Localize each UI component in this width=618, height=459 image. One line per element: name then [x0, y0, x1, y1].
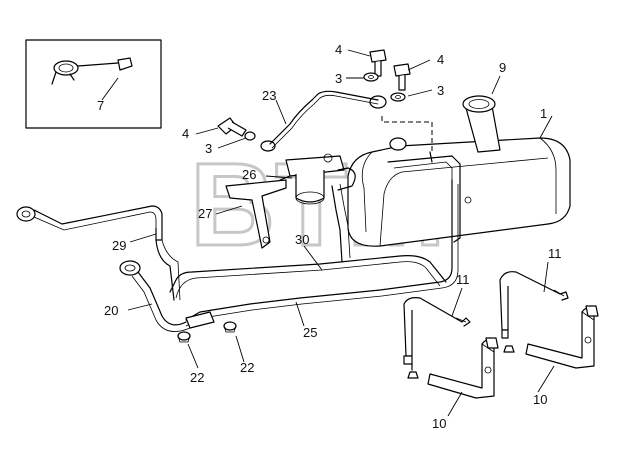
washer-left [244, 131, 256, 141]
callout-22a: 22 [190, 370, 204, 385]
fuel-tank [347, 95, 571, 247]
leader-7 [101, 77, 119, 101]
callout-3a: 3 [335, 71, 342, 86]
washer-top-left [363, 72, 379, 82]
hose-clamp-right [223, 321, 237, 333]
pipe-left-upper [16, 205, 163, 231]
callout-25: 25 [303, 325, 317, 340]
mounting-bracket [225, 179, 287, 249]
callout-3c: 3 [205, 141, 212, 156]
leader-lines [127, 49, 555, 417]
callout-1: 1 [540, 106, 547, 121]
banjo-fitting-top [369, 95, 387, 109]
bolt-top-left [369, 49, 387, 77]
washer-top-right [390, 92, 406, 102]
hose-29 [155, 228, 163, 241]
hose-20 [119, 260, 215, 332]
callout-4b: 4 [437, 52, 444, 67]
hose-clamp-left [177, 331, 191, 343]
strap-left [403, 297, 471, 379]
support-bracket-right [525, 305, 599, 369]
banjo-fitting-tank [389, 137, 407, 151]
callout-10b: 10 [533, 392, 547, 407]
fuel-sender-part [51, 57, 133, 85]
callout-29: 29 [112, 238, 126, 253]
pipe-30 [169, 255, 447, 299]
inset-box [25, 39, 162, 129]
callout-7: 7 [97, 98, 104, 113]
callout-27: 27 [198, 206, 212, 221]
callout-labels: 1 3 3 3 4 4 4 7 9 10 10 11 11 20 22 22 2… [97, 42, 562, 431]
strap-right [499, 271, 569, 353]
callout-23: 23 [262, 88, 276, 103]
pipe-25 [185, 179, 459, 327]
callout-9: 9 [499, 60, 506, 75]
hidden-line [381, 116, 433, 152]
fuel-filter [279, 153, 345, 205]
bolt-left [217, 117, 247, 137]
filler-cap [462, 95, 496, 113]
banjo-fitting-left [260, 140, 276, 152]
callout-30: 30 [295, 232, 309, 247]
pipe-23 [269, 90, 379, 145]
bolt-top-right [393, 63, 411, 91]
support-bracket-left [427, 337, 499, 399]
callout-26: 26 [242, 167, 256, 182]
callout-11b: 11 [548, 246, 562, 261]
callout-20: 20 [104, 303, 118, 318]
callout-10a: 10 [432, 416, 446, 431]
callout-3b: 3 [437, 83, 444, 98]
callout-4a: 4 [335, 42, 342, 57]
callout-4c: 4 [182, 126, 189, 141]
callout-11a: 11 [456, 272, 470, 287]
inset-frame [25, 39, 162, 129]
callout-22b: 22 [240, 360, 254, 375]
